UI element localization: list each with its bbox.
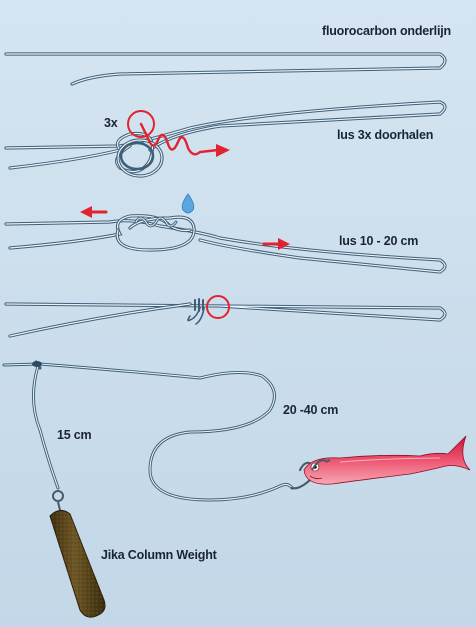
highlight-circle [127, 110, 155, 138]
arrow-right-icon [262, 238, 290, 250]
label-lus-doorhalen: lus 3x doorhalen [337, 128, 434, 142]
step1-leader [4, 52, 447, 86]
label-lus-length: lus 10 - 20 cm [339, 234, 419, 248]
label-fluorocarbon: fluorocarbon onderlijn [322, 24, 451, 38]
step4-finished-knot [4, 298, 447, 338]
column-weight-icon [49, 490, 106, 618]
label-three-x: 3x [104, 116, 118, 130]
label-weight: Jika Column Weight [101, 548, 217, 562]
water-drop-icon [181, 193, 195, 214]
step2-red-path [127, 110, 230, 157]
arrow-left-icon [80, 206, 108, 218]
knot-icon [32, 361, 42, 367]
hook-point-icon [311, 459, 331, 471]
label-length-20-40: 20 -40 cm [283, 403, 339, 417]
step2-loop-through [4, 100, 447, 178]
highlight-circle [206, 295, 230, 319]
step3-loop [4, 214, 447, 274]
arrow-right-icon [216, 144, 230, 157]
label-length-15: 15 cm [57, 428, 92, 442]
